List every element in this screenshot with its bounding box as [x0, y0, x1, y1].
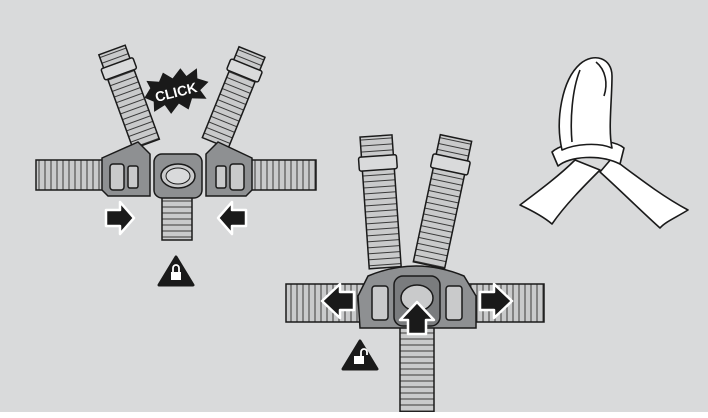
pad-strap-right [600, 158, 688, 228]
center-buckle [154, 154, 202, 198]
shoulder-pad-panel [520, 58, 688, 228]
pad-strap-left [520, 160, 600, 224]
right-buckle-tongue [206, 142, 252, 196]
locked-padlock-icon [159, 257, 193, 285]
left-shoulder-strap-2 [357, 135, 404, 269]
crotch-strap-2 [400, 326, 434, 412]
left-strap-adjuster-2 [358, 155, 397, 172]
left-waist-strap [36, 160, 106, 190]
right-waist-strap [250, 160, 316, 190]
left-buckle-tongue [102, 142, 150, 196]
unlocked-padlock-icon [343, 341, 377, 369]
insert-right-arrow [218, 202, 246, 234]
insert-left-arrow [106, 202, 134, 234]
right-shoulder-strap [200, 46, 268, 150]
right-shoulder-strap-2 [410, 134, 474, 269]
release-panel [286, 134, 544, 412]
click-burst: CLICK [140, 62, 214, 119]
fasten-panel: CLICK [36, 44, 316, 285]
